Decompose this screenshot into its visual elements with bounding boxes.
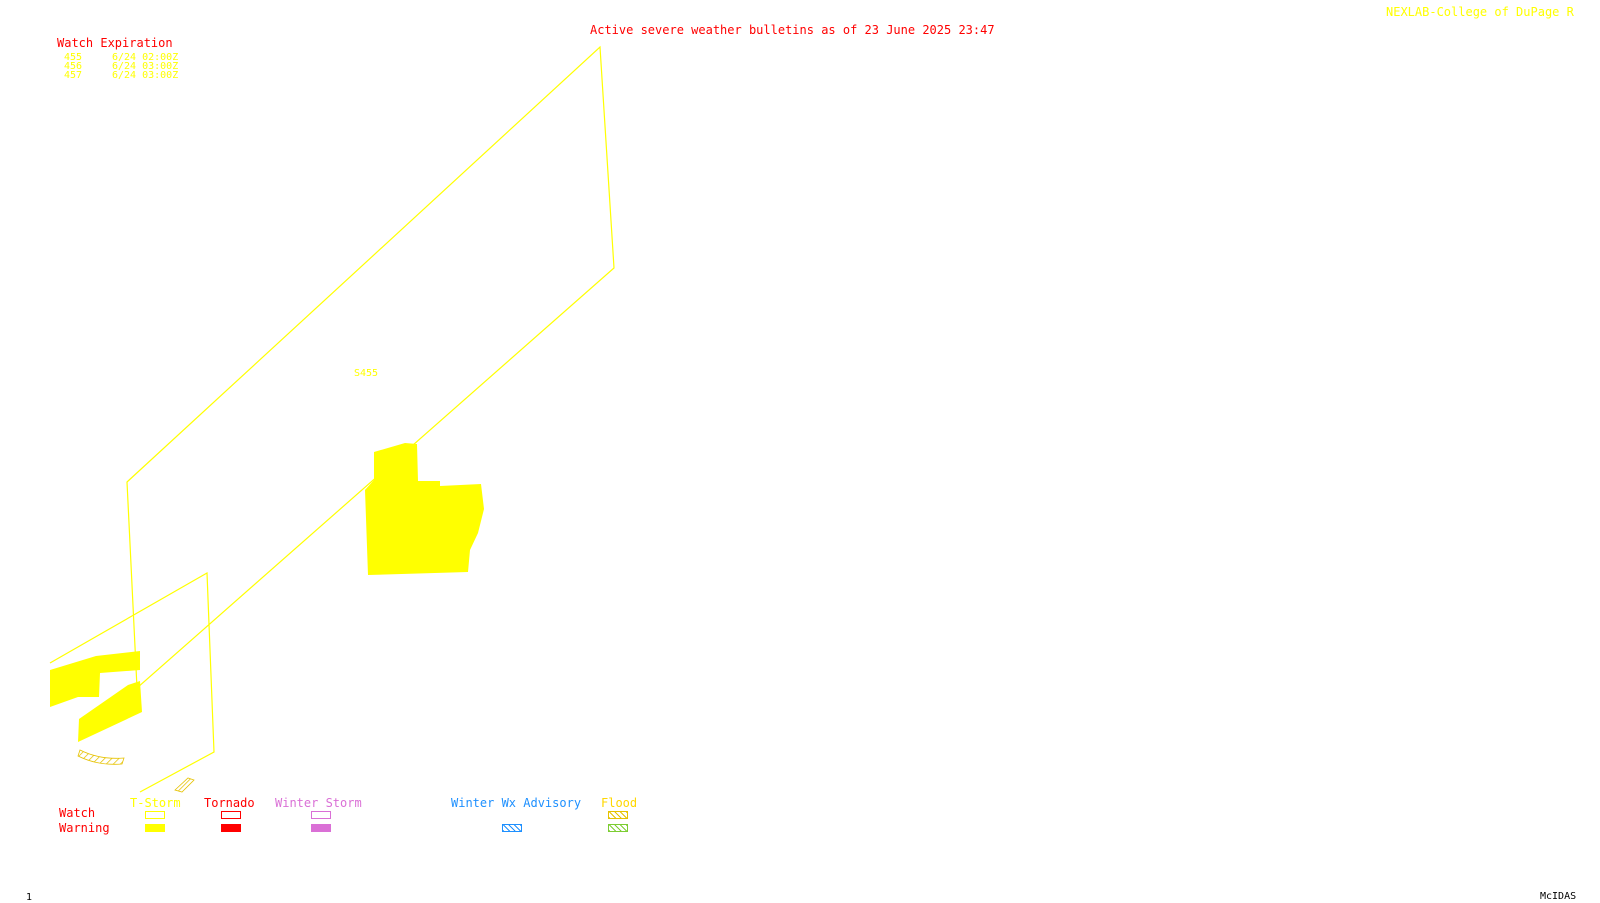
legend-col-flood: Flood	[601, 796, 638, 810]
page-title: Active severe weather bulletins as of 23…	[590, 23, 995, 37]
swatch-winter-advisory-warning	[502, 824, 522, 832]
watch-id: 456	[64, 61, 83, 72]
frame-number: 1	[26, 892, 33, 903]
swatch-tstorm-warning	[145, 824, 165, 832]
warning-polygon	[50, 651, 140, 707]
flood-area	[77, 749, 125, 765]
watch-id: 457	[64, 70, 83, 81]
watch-expiry: 6/24 02:00Z	[112, 52, 179, 63]
watch-polygon-southwest	[49, 571, 215, 793]
warning-polygon	[365, 443, 484, 575]
swatch-flood-warning	[608, 824, 628, 832]
watch-expiry: 6/24 03:00Z	[112, 70, 179, 81]
credit-label: NEXLAB-College of DuPage R	[1386, 5, 1574, 19]
legend-row-watch: Watch	[59, 806, 96, 820]
swatch-tornado-warning	[221, 824, 241, 832]
legend-col-winter-storm: Winter Storm	[275, 796, 362, 810]
watch-table-heading: Watch Expiration	[57, 36, 173, 50]
swatch-winter-storm-warning	[311, 824, 331, 832]
flood-area	[174, 777, 195, 793]
legend-col-winter-advisory: Winter Wx Advisory	[451, 796, 582, 810]
watch-map-label: S455	[354, 368, 379, 379]
swatch-tornado-watch	[221, 811, 241, 819]
swatch-winter-storm-watch	[311, 811, 331, 819]
swatch-flood-watch	[608, 811, 628, 819]
watch-id: 455	[64, 52, 83, 63]
warning-polygon	[78, 681, 142, 742]
swatch-tstorm-watch	[145, 811, 165, 819]
legend-col-tornado: Tornado	[204, 796, 255, 810]
legend-col-tstorm: T-Storm	[130, 796, 181, 810]
legend-row-warning: Warning	[59, 821, 110, 835]
software-label: McIDAS	[1540, 891, 1577, 902]
watch-expiry: 6/24 03:00Z	[112, 61, 179, 72]
